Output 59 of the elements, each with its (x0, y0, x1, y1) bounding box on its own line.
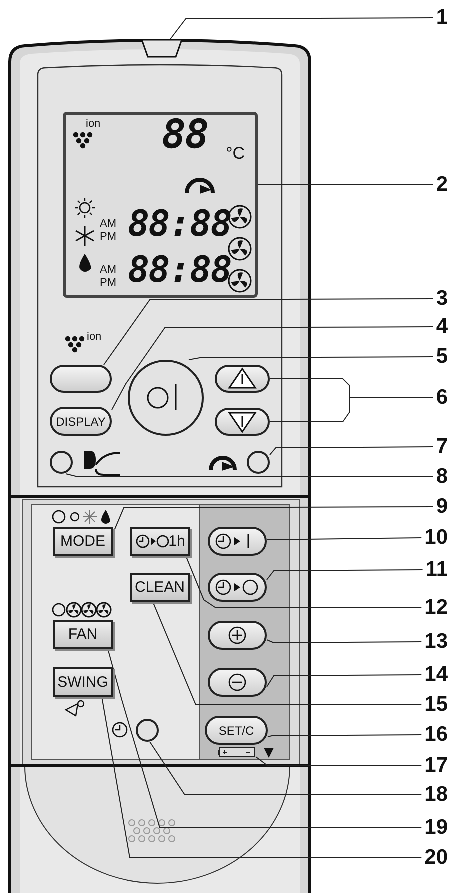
leader-line (266, 538, 422, 540)
lcd-text: °C (226, 145, 246, 162)
callout-number: 9 (436, 496, 448, 518)
lcd-text: ion (86, 119, 101, 130)
lcd-text: AM (100, 219, 116, 230)
callout-number: 18 (424, 784, 448, 806)
leader-line (188, 356, 434, 360)
battery-icon (218, 747, 256, 758)
callout-number: 15 (424, 694, 448, 716)
swing-button: SWING (53, 667, 113, 697)
set-button: SET/C (205, 716, 268, 745)
callout-number: 16 (424, 724, 448, 746)
leader-line (256, 756, 422, 766)
callout-number: 8 (436, 466, 448, 488)
callout-number: 10 (424, 527, 448, 549)
lcd-text: PM (100, 278, 116, 289)
leader-line (270, 398, 434, 422)
segment-digits: 88:88 (128, 207, 232, 243)
callout-number: 3 (436, 288, 448, 310)
callout-number: 5 (436, 346, 448, 368)
lcd-screen (63, 112, 258, 298)
leader-line (66, 474, 434, 478)
timer-hour-button: 1h (130, 527, 190, 556)
lcd-text: AM (100, 265, 116, 276)
callout-number: 14 (424, 664, 448, 686)
callout-number: 7 (436, 436, 448, 458)
leader-line (186, 556, 422, 608)
callout-number: 6 (436, 387, 448, 409)
callout-number: 2 (436, 174, 448, 196)
leader-line (266, 640, 422, 644)
leader-line (266, 570, 424, 580)
leader-line (104, 298, 434, 366)
leader-line (268, 734, 422, 738)
display-button: DISPLAY (50, 407, 112, 436)
callout-number: 11 (426, 559, 448, 581)
clean-button: CLEAN (130, 573, 190, 602)
button-label: ion (87, 331, 102, 343)
leader-line (150, 742, 422, 796)
callout-number: 1 (436, 7, 448, 29)
callout-number: 17 (424, 755, 448, 777)
callout-number: 4 (436, 316, 448, 338)
leader-line (108, 648, 422, 828)
mode-button: MODE (53, 527, 113, 556)
fan-button: FAN (53, 620, 113, 649)
callout-number: 13 (424, 631, 448, 653)
leader-line (170, 18, 434, 40)
callout-number: 12 (424, 597, 448, 619)
segment-digits: 88:88 (128, 253, 232, 289)
leader-line (112, 326, 434, 410)
leader-line (258, 184, 434, 186)
leader-line (152, 602, 422, 706)
ion-button (50, 365, 112, 393)
leader-line (266, 674, 422, 688)
lcd-text: PM (100, 232, 116, 243)
callout-number: 19 (424, 817, 448, 839)
segment-digits: 88 (162, 115, 208, 155)
leader-line (102, 696, 422, 858)
leader-line (270, 446, 434, 456)
callout-number: 20 (424, 847, 448, 869)
